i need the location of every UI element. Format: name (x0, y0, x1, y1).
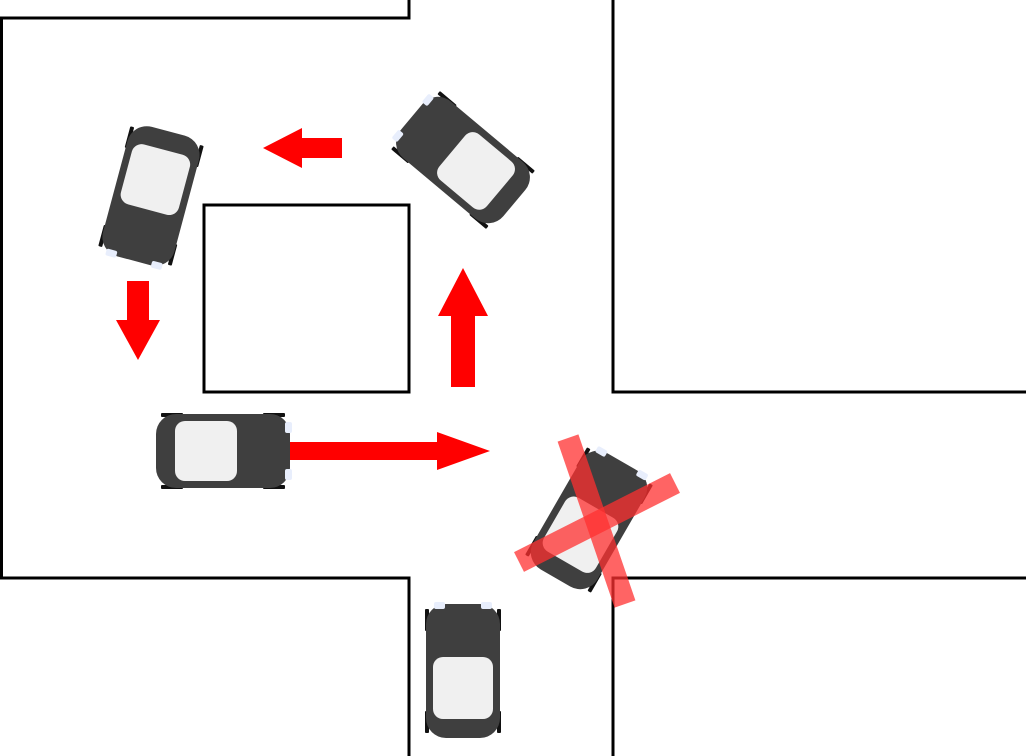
waiting-car (425, 602, 501, 738)
top-left-building-edge (0, 0, 411, 20)
south-east-block-edge (611, 576, 1026, 756)
arrow-west (263, 128, 342, 168)
arrow-north (438, 268, 488, 387)
car-start-east (156, 413, 292, 489)
car-heading-south (96, 121, 206, 273)
arrow-south (116, 281, 160, 360)
center-block (202, 203, 411, 394)
prohibited-x-mark (514, 434, 680, 608)
west-road-outer-edge (0, 18, 411, 756)
north-east-block-edge (611, 0, 1026, 394)
path-arrows (116, 128, 490, 470)
arrow-east (288, 432, 490, 470)
